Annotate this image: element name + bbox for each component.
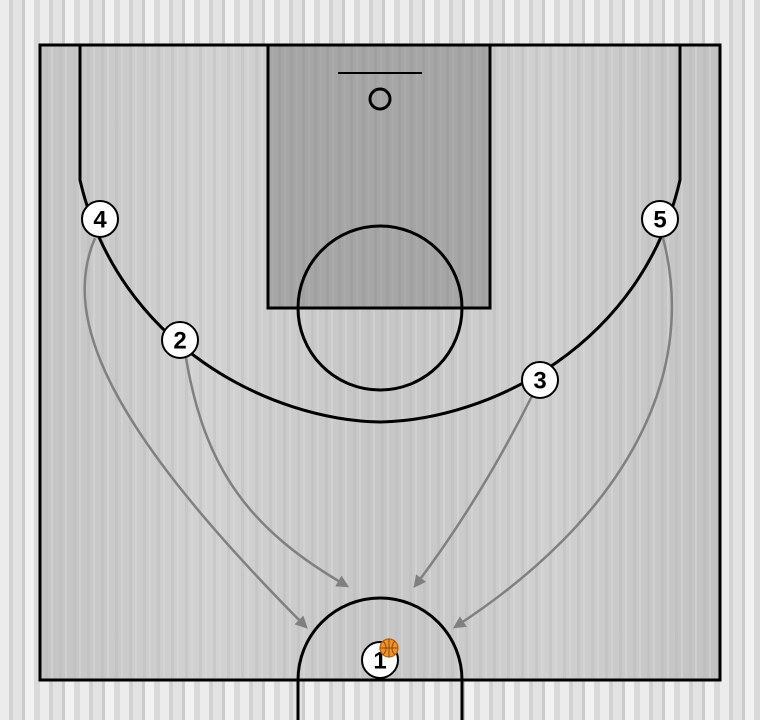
center-circle — [296, 596, 464, 720]
rim — [368, 87, 392, 111]
player-2-label: 2 — [173, 328, 186, 355]
basketball-icon — [379, 638, 399, 658]
player-2: 2 — [161, 321, 199, 359]
player-3: 3 — [521, 361, 559, 399]
move-arrow-player-5 — [452, 237, 674, 629]
move-arrow-player-2 — [184, 357, 350, 588]
three-point-line — [78, 45, 682, 424]
player-5-label: 5 — [653, 207, 666, 234]
player-5: 5 — [641, 200, 679, 238]
player-3-label: 3 — [533, 368, 546, 395]
paint-grain — [268, 45, 490, 308]
player-4: 4 — [81, 200, 119, 238]
move-arrow-player-4 — [83, 237, 308, 629]
move-arrow-player-3 — [413, 395, 534, 588]
free-throw-circle — [296, 224, 464, 392]
player-4-label: 4 — [93, 207, 107, 234]
court-boundary — [38, 43, 722, 682]
